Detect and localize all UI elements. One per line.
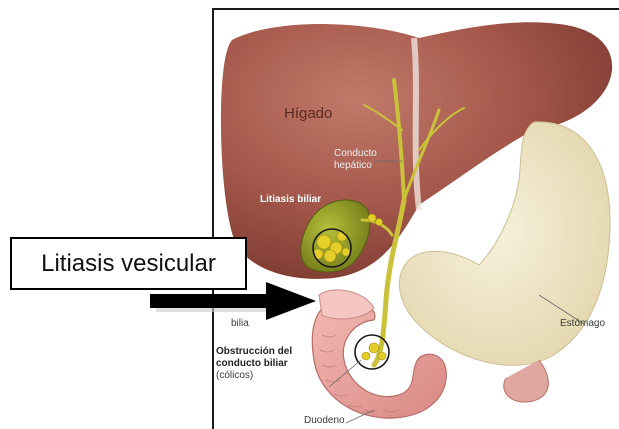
gallstones-label: Litiasis biliar [260,194,321,206]
stomach-label: Estómago [560,318,605,330]
duodenum-label: Duodeno [304,415,345,427]
anatomy-illustration-frame: Hígado Conducto hepático Litiasis biliar… [212,8,619,429]
callout-label: Litiasis vesicular [41,250,216,278]
falciform-ligament [414,38,419,210]
pancreas-head [319,290,374,319]
hepatic-duct-label-line2: hepático [334,160,372,172]
obstruction-label-line3: (cólicos) [216,370,253,382]
stomach-tail [504,360,549,402]
liver-label: Hígado [284,108,332,120]
obstruction-label-line1: Obstrucción del [216,346,292,358]
hepatic-duct-label-line1: Conducto [334,148,377,160]
right-arrow-icon [150,282,322,328]
obstruction-label-line2: conducto biliar [216,358,288,370]
